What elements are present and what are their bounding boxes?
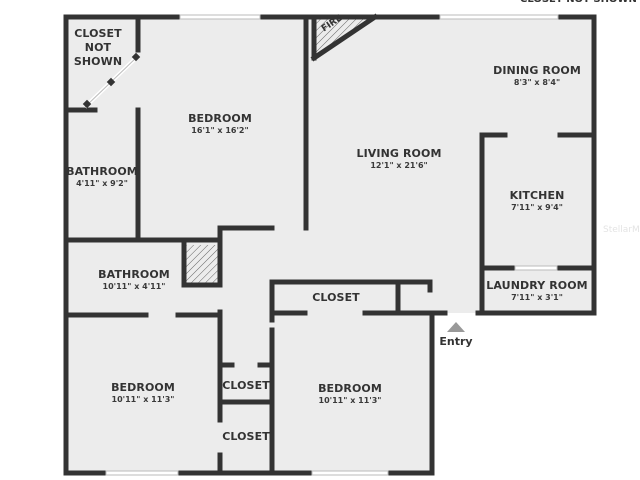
floor-area — [66, 17, 594, 473]
room-bathroom-1: BATHROOM 4'11" x 9'2" — [66, 165, 138, 189]
room-closet-small-2: CLOSET — [222, 430, 270, 443]
room-dining-room: DINING ROOM 8'3" x 8'4" — [493, 64, 581, 88]
room-name: DINING ROOM — [493, 64, 581, 77]
room-name: CLOSET — [222, 430, 270, 443]
room-dimensions: 10'11" x 11'3" — [111, 395, 175, 404]
room-laundry-room: LAUNDRY ROOM 7'11" x 3'1" — [486, 279, 587, 303]
room-bathroom-2: BATHROOM 10'11" x 4'11" — [98, 268, 170, 292]
room-name: BEDROOM — [318, 382, 382, 395]
room-bedroom-2: BEDROOM 10'11" x 11'3" — [111, 381, 175, 405]
room-dimensions: 10'11" x 4'11" — [102, 282, 166, 291]
entry-label: Entry — [439, 335, 473, 348]
room-bedroom-master: BEDROOM 16'1" x 16'2" — [188, 112, 252, 136]
room-name: NOT — [84, 41, 112, 54]
room-name: LIVING ROOM — [356, 147, 442, 160]
room-name: CLOSET — [312, 291, 360, 304]
room-name: CLOSET — [222, 379, 270, 392]
entry-arrow-icon — [447, 322, 465, 332]
room-name: BATHROOM — [66, 165, 138, 178]
room-dimensions: 8'3" x 8'4" — [513, 78, 561, 87]
room-dimensions: 16'1" x 16'2" — [191, 126, 249, 135]
room-name: BATHROOM — [98, 268, 170, 281]
room-dimensions: 12'1" x 21'6" — [370, 161, 428, 170]
room-name: BEDROOM — [188, 112, 252, 125]
room-dimensions: 7'11" x 9'4" — [511, 203, 563, 212]
room-name: CLOSET — [74, 27, 122, 40]
watermark: StellarMLS — [603, 225, 640, 235]
room-dimensions: 7'11" x 3'1" — [511, 293, 563, 302]
room-closet-hall: CLOSET — [312, 291, 360, 304]
header-note: CLOSET NOT SHOWN — [520, 0, 637, 5]
room-kitchen: KITCHEN 7'11" x 9'4" — [510, 189, 565, 213]
room-name: KITCHEN — [509, 189, 565, 202]
room-closet-not-shown: CLOSET NOT SHOWN — [74, 27, 122, 69]
shaft-hatch — [186, 245, 218, 283]
room-bedroom-3: BEDROOM 10'11" x 11'3" — [318, 382, 382, 406]
room-dimensions: 4'11" x 9'2" — [76, 179, 128, 188]
room-dimensions: 10'11" x 11'3" — [318, 396, 382, 405]
room-living-room: LIVING ROOM 12'1" x 21'6" — [357, 147, 442, 171]
room-closet-small-1: CLOSET — [222, 379, 270, 392]
room-name: BEDROOM — [111, 381, 175, 394]
room-name: SHOWN — [73, 55, 123, 68]
room-name: LAUNDRY ROOM — [486, 279, 588, 292]
